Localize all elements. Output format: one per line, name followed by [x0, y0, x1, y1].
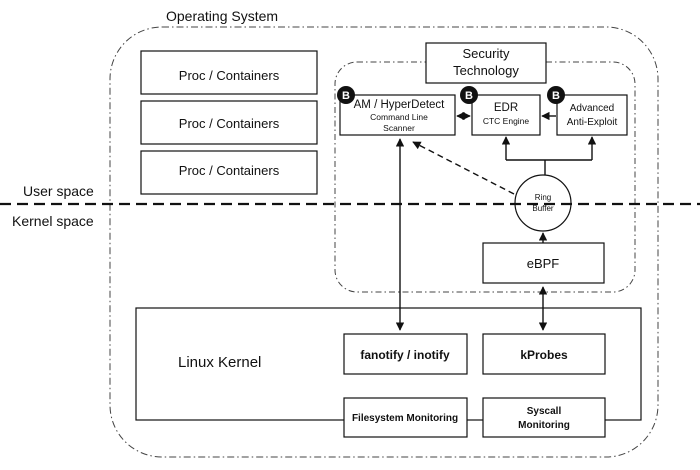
arrow-ring-am-dashed [412, 141, 515, 195]
advanced-label: Advanced [570, 103, 614, 114]
syscall-monitoring-box [482, 397, 606, 438]
kprobes-label: kProbes [520, 348, 568, 362]
security-technology-box [425, 42, 547, 84]
command-line-label: Command Line [370, 112, 428, 122]
os-label: Operating System [166, 8, 278, 24]
linux-kernel-label: Linux Kernel [178, 354, 261, 371]
ring-label: Ring [535, 193, 551, 202]
proc-containers-box-1 [140, 50, 318, 95]
filesystem-monitoring-box [343, 397, 468, 438]
fanotify-inotify-label: fanotify / inotify [360, 348, 450, 362]
ctc-engine-label: CTC Engine [483, 116, 530, 126]
buffer-label: Buffer [532, 204, 554, 213]
badge-anti-exploit [547, 86, 565, 104]
am-hyperdetect-box [339, 94, 456, 136]
kernel-space-label: Kernel space [12, 213, 94, 229]
scanner-label: Scanner [383, 123, 415, 133]
user-space-label: User space [23, 183, 94, 199]
badge-am [337, 86, 355, 104]
kprobes-box [482, 333, 606, 375]
proc-containers-box-3 [140, 150, 318, 195]
proc-containers-label-3: Proc / Containers [179, 163, 280, 178]
monitoring-label: Monitoring [518, 420, 570, 431]
filesystem-monitoring-label: Filesystem Monitoring [352, 413, 458, 424]
os-boundary [109, 26, 659, 458]
badge-am-label: B [342, 90, 350, 102]
security-technology-label-1: Security [463, 46, 510, 61]
edr-label: EDR [494, 102, 518, 114]
syscall-label: Syscall [527, 406, 562, 417]
edr-box [471, 94, 541, 136]
security-technology-label-2: Technology [453, 63, 519, 78]
badge-anti-exploit-label: B [552, 90, 560, 102]
fanotify-inotify-box [343, 333, 468, 375]
badge-edr-label: B [465, 90, 473, 102]
ebpf-box [482, 242, 605, 284]
ebpf-label: eBPF [527, 256, 560, 271]
am-hyperdetect-label: AM / HyperDetect [354, 99, 446, 111]
proc-containers-box-2 [140, 100, 318, 145]
security-boundary [334, 61, 636, 293]
anti-exploit-label: Anti-Exploit [567, 117, 618, 128]
proc-containers-label-1: Proc / Containers [179, 68, 280, 83]
anti-exploit-box [556, 94, 628, 136]
proc-containers-label-2: Proc / Containers [179, 116, 280, 131]
badge-edr [460, 86, 478, 104]
